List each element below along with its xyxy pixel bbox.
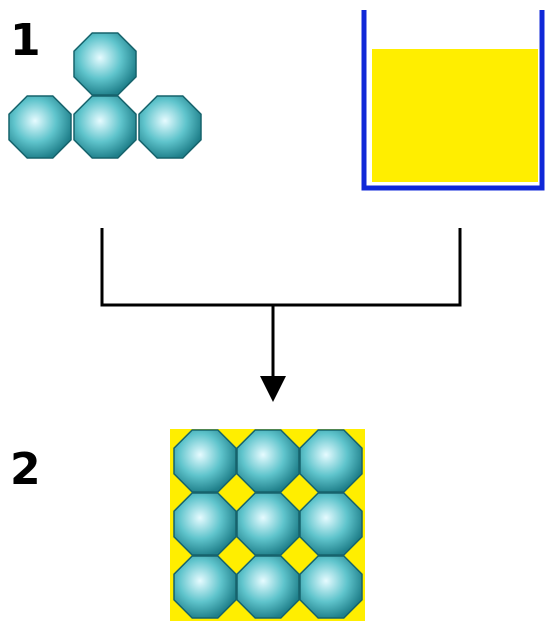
- octagon-particle-icon: [299, 429, 363, 493]
- octagon-particle-icon: [173, 429, 237, 493]
- composite-block: [170, 429, 365, 621]
- octagon-particle-icon: [236, 555, 300, 619]
- arrow-down-icon: [260, 376, 286, 402]
- liquid-fill: [372, 49, 538, 182]
- step-1-label: 1: [10, 15, 41, 66]
- octagon-particle-icon: [73, 32, 137, 96]
- octagon-particle-icon: [138, 95, 202, 159]
- combine-connector: [100, 228, 462, 402]
- octagon-particle-icon: [73, 95, 137, 159]
- loose-particles-group: [8, 32, 202, 159]
- beaker-icon: [361, 10, 545, 191]
- octagon-particle-icon: [236, 429, 300, 493]
- octagon-particle-icon: [173, 492, 237, 556]
- octagon-particle-icon: [299, 555, 363, 619]
- octagon-particle-icon: [173, 555, 237, 619]
- composite-particles-group: [173, 429, 363, 619]
- step-2-label: 2: [10, 444, 41, 495]
- liquid-container: [361, 10, 545, 191]
- octagon-particle-icon: [8, 95, 72, 159]
- octagon-particle-icon: [299, 492, 363, 556]
- octagon-particle-icon: [236, 492, 300, 556]
